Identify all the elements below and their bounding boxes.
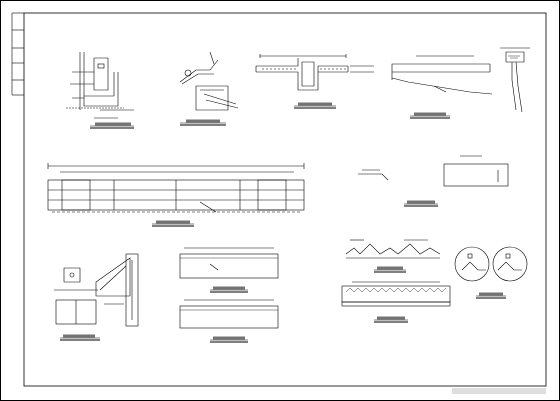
detail-6-drawing bbox=[47, 163, 305, 213]
detail-11-drawing bbox=[179, 299, 279, 329]
detail-12-caption bbox=[374, 266, 408, 323]
detail-3-drawing bbox=[255, 54, 374, 91]
detail-11-caption bbox=[210, 336, 248, 343]
detail-3-caption bbox=[294, 102, 336, 109]
watermark bbox=[452, 388, 546, 394]
detail-9-drawing bbox=[54, 253, 139, 327]
drawing-frame bbox=[23, 12, 547, 387]
detail-1-drawing bbox=[66, 52, 134, 119]
detail-6-caption bbox=[152, 220, 194, 227]
detail-4-caption bbox=[410, 112, 450, 119]
detail-7-caption bbox=[404, 200, 438, 207]
detail-4-drawing bbox=[391, 55, 493, 95]
detail-5-drawing bbox=[500, 47, 530, 113]
binding-strip bbox=[11, 12, 24, 96]
detail-2-caption bbox=[180, 119, 226, 126]
detail-10-drawing bbox=[179, 247, 279, 279]
detail-12-drawing bbox=[341, 239, 451, 307]
detail-2-drawing bbox=[179, 51, 239, 111]
detail-9-caption bbox=[60, 334, 100, 341]
detail-8-drawing bbox=[443, 155, 509, 187]
detail-10-caption bbox=[210, 286, 248, 293]
detail-13-drawing bbox=[454, 246, 528, 282]
detail-1-caption bbox=[90, 122, 134, 129]
detail-13-caption bbox=[476, 292, 506, 299]
detail-7-drawing bbox=[358, 169, 389, 181]
